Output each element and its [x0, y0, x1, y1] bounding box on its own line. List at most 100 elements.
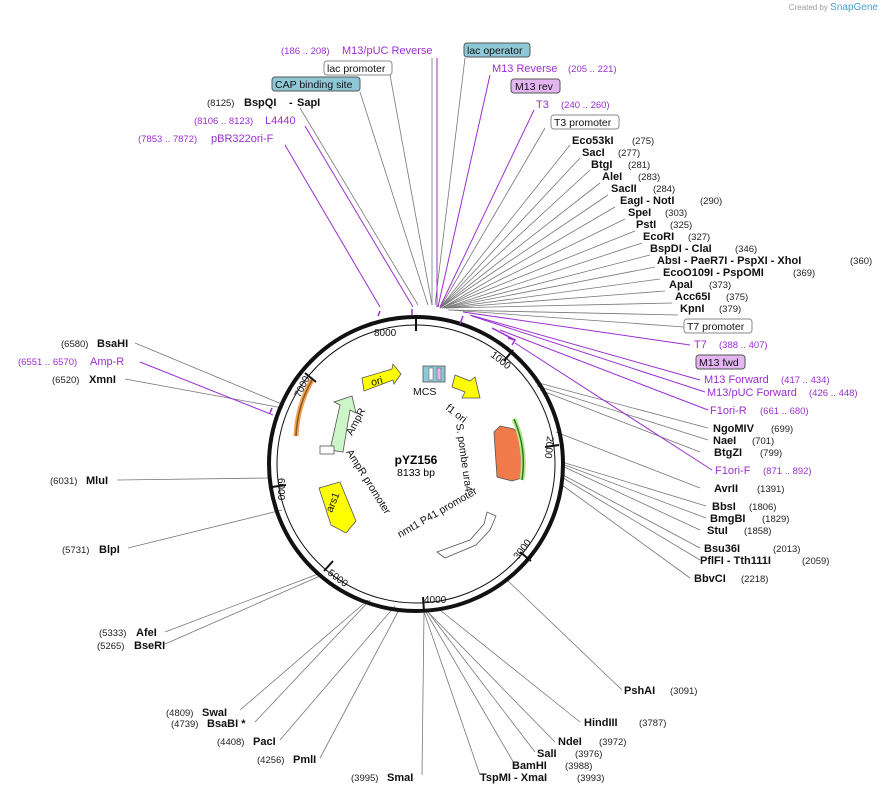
- right-enzyme-pos: (360): [850, 256, 872, 267]
- left-enzyme-name: SwaI: [202, 707, 227, 719]
- ampr-promoter-label: AmpR promoter: [343, 447, 393, 517]
- right-enzyme-pos: (2218): [741, 574, 768, 585]
- bottom-enzyme-name: NdeI: [558, 736, 582, 748]
- right-enzyme-pos: (701): [752, 436, 774, 447]
- left-enzyme-pos: (4256): [257, 755, 284, 766]
- boxed-labels: lac promoter CAP binding site lac operat…: [271, 42, 753, 370]
- bottom-enzyme-pos: (3972): [599, 737, 626, 748]
- ura4-label: S. pombe ura4: [453, 423, 474, 493]
- right-enzyme-name: BtgI: [591, 159, 612, 171]
- right-enzyme-pos: (375): [726, 292, 748, 303]
- m13-rev-label: M13 rev: [515, 81, 554, 93]
- left-enzyme-pos: (5265): [97, 641, 124, 652]
- bottom-enzyme-pos: (3993): [577, 773, 604, 784]
- bottom-enzyme-name: SmaI: [387, 772, 413, 784]
- right-feature-pos: (240 .. 260): [561, 100, 610, 111]
- right-feature-pos: (388 .. 407): [719, 340, 768, 351]
- left-enzyme-name: BlpI: [99, 544, 120, 556]
- right-enzyme-name: NgoMIV: [713, 423, 755, 435]
- right-feature-name: T7: [694, 339, 707, 351]
- right-enzyme-pos: (1829): [762, 514, 789, 525]
- right-enzyme-pos: (275): [632, 136, 654, 147]
- right-enzyme-pos: (290): [700, 196, 722, 207]
- right-enzyme-name: PflFI - Tth111I: [700, 555, 771, 567]
- amp-r-pos: (6551 .. 6570): [18, 357, 77, 368]
- right-enzyme-name: ApaI: [669, 279, 693, 291]
- bottom-enzyme-name: TspMI - XmaI: [480, 772, 547, 784]
- lac-operator-label: lac operator: [467, 45, 523, 57]
- bottom-enzyme-pos: (3995): [351, 773, 378, 784]
- right-feature-pos: (426 .. 448): [809, 388, 858, 399]
- right-features: M13 Reverse (205 .. 221) T3 (240 .. 260) T7 (…: [492, 63, 858, 477]
- bspqi-dash: -: [289, 97, 293, 109]
- tick-6000: 6000: [275, 478, 286, 501]
- right-enzyme-pos: (373): [709, 280, 731, 291]
- right-enzyme-name: BtgZI: [714, 447, 742, 459]
- right-feature-pos: (661 .. 680): [760, 406, 809, 417]
- left-enzyme-pos: (6580): [61, 339, 88, 350]
- right-feature-name: M13 Forward: [704, 374, 769, 386]
- right-enzyme-pos: (1391): [757, 484, 784, 495]
- tick-4000: 4000: [424, 595, 447, 606]
- right-enzyme-pos: (325): [670, 220, 692, 231]
- tick-marks: [271, 317, 560, 612]
- right-enzyme-pos: (284): [653, 184, 675, 195]
- right-feature-pos: (205 .. 221): [568, 64, 617, 75]
- right-feature-name: M13 Reverse: [492, 63, 557, 75]
- bottom-enzyme-pos: (3988): [565, 761, 592, 772]
- left-enzyme-name: BsaHI: [97, 338, 128, 350]
- t3-promoter-label: T3 promoter: [554, 117, 612, 129]
- left-enzymes: (6580)BsaHI(6520)XmnI(6031)MluI(5731)Blp…: [50, 338, 316, 766]
- bottom-enzyme-pos: (3976): [575, 749, 602, 760]
- right-enzyme-name: Eco53kI: [572, 135, 614, 147]
- left-enzyme-name: BsaBI *: [207, 718, 246, 730]
- right-enzyme-name: AbsI - PaeR7I - PspXI - XhoI: [657, 255, 801, 267]
- mcs-region: [422, 365, 446, 383]
- snapgene-brand: Created by SnapGene: [789, 2, 878, 13]
- right-enzyme-name: SacI: [582, 147, 605, 159]
- right-feature-name: T3: [536, 99, 549, 111]
- right-enzyme-name: BbsI: [712, 501, 736, 513]
- m13-fwd-label: M13 fwd: [699, 357, 739, 369]
- right-enzyme-pos: (2059): [802, 556, 829, 567]
- primer-marks: [269, 309, 517, 414]
- primer-leaders: [139, 58, 713, 471]
- l4440-name: L4440: [265, 115, 296, 127]
- cap-binding-label: CAP binding site: [275, 79, 353, 91]
- left-enzyme-pos: (6520): [52, 375, 79, 386]
- right-feature-pos: (871 .. 892): [763, 466, 812, 477]
- top-left-features: (186 .. 208) M13/pUC Reverse (8106 .. 81…: [138, 45, 432, 145]
- right-enzyme-name: BspDI - ClaI: [650, 243, 712, 255]
- bottom-enzyme-name: HindIII: [584, 717, 618, 729]
- left-enzyme-name: AfeI: [136, 627, 157, 639]
- right-enzyme-pos: (1858): [744, 526, 771, 537]
- ori-arrow: [361, 363, 402, 392]
- bspqi-name: BspQI: [244, 97, 276, 109]
- left-enzyme-pos: (4408): [217, 737, 244, 748]
- right-enzyme-pos: (303): [665, 208, 687, 219]
- leader-lines: [116, 57, 709, 776]
- ori-label: ori: [370, 374, 384, 389]
- right-enzyme-name: BmgBI: [710, 513, 745, 525]
- right-enzymes: Eco53kI(275)SacI(277)BtgI(281)AleI(283)S…: [572, 135, 872, 585]
- right-enzyme-name: PstI: [636, 219, 656, 231]
- tick-2000: 2000: [542, 436, 555, 460]
- m13-puc-reverse-pos: (186 .. 208): [281, 46, 330, 57]
- right-enzyme-pos: (1806): [749, 502, 776, 513]
- nmt1-label: nmt1 P41 promoter: [396, 485, 480, 541]
- right-feature-pos: (417 .. 434): [781, 375, 830, 386]
- l4440-pos: (8106 .. 8123): [194, 116, 253, 127]
- left-enzyme-name: XmnI: [89, 374, 116, 386]
- right-enzyme-name: EcoRI: [643, 231, 674, 243]
- right-feature-name: F1ori-R: [710, 405, 747, 417]
- right-enzyme-name: EcoO109I - PspOMI: [663, 267, 764, 279]
- nmt1-promoter-arrow: [436, 511, 497, 559]
- right-enzyme-pos: (699): [771, 424, 793, 435]
- ars1-arrow: [318, 481, 357, 534]
- right-enzyme-pos: (2013): [773, 544, 800, 555]
- right-feature-name: M13/pUC Forward: [707, 387, 797, 399]
- right-enzyme-pos: (369): [793, 268, 815, 279]
- brand-created-by: Created by: [788, 3, 828, 12]
- right-enzyme-name: Bsu36I: [704, 543, 740, 555]
- left-enzyme-name: PacI: [253, 736, 276, 748]
